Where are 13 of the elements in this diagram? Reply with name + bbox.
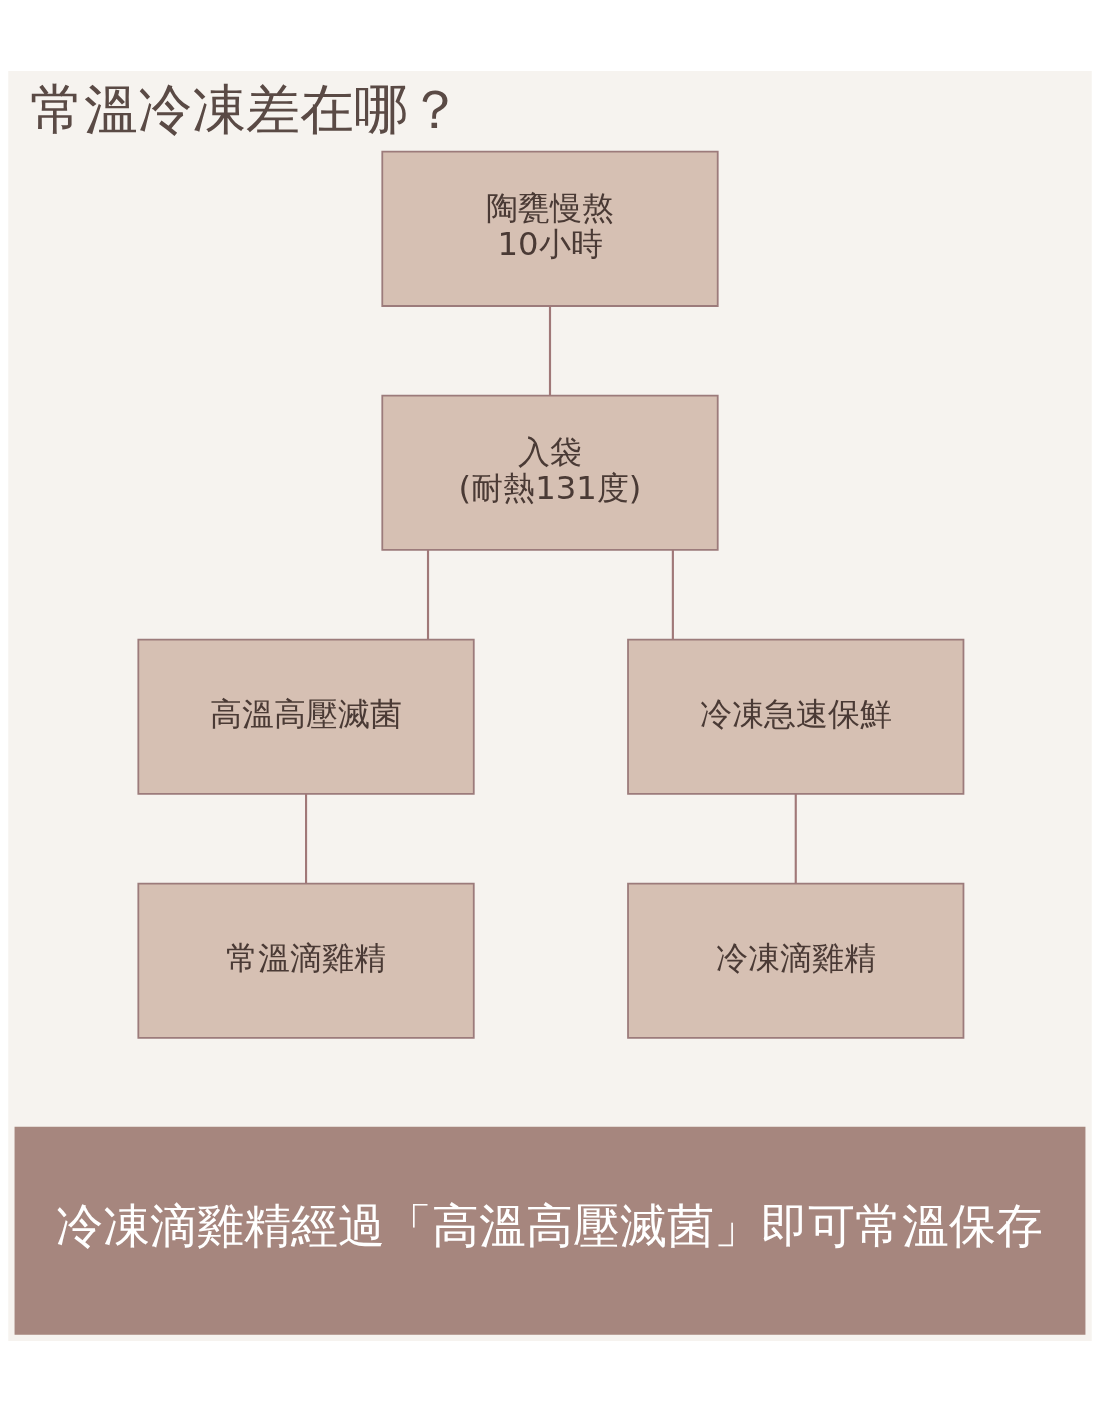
- caption: 冷凍滴雞精經過「高溫高壓滅菌」即可常溫保存: [56, 1198, 1044, 1253]
- connector: [794, 793, 797, 884]
- node-box: 冷凍滴雞精: [627, 882, 965, 1039]
- diagram-title: 常溫冷凍差在哪？: [29, 78, 462, 142]
- node-box: 高溫高壓滅菌: [137, 638, 475, 795]
- node-box: 冷凍急速保鮮: [627, 638, 965, 795]
- connector: [426, 550, 430, 640]
- node-box: 常溫滴雞精: [137, 882, 475, 1039]
- connector: [671, 550, 674, 640]
- node-box: 入袋 (耐熱131度): [381, 394, 719, 551]
- connector: [548, 306, 552, 396]
- connector: [304, 793, 308, 884]
- node-box: 陶甕慢熬 10小時: [381, 150, 719, 307]
